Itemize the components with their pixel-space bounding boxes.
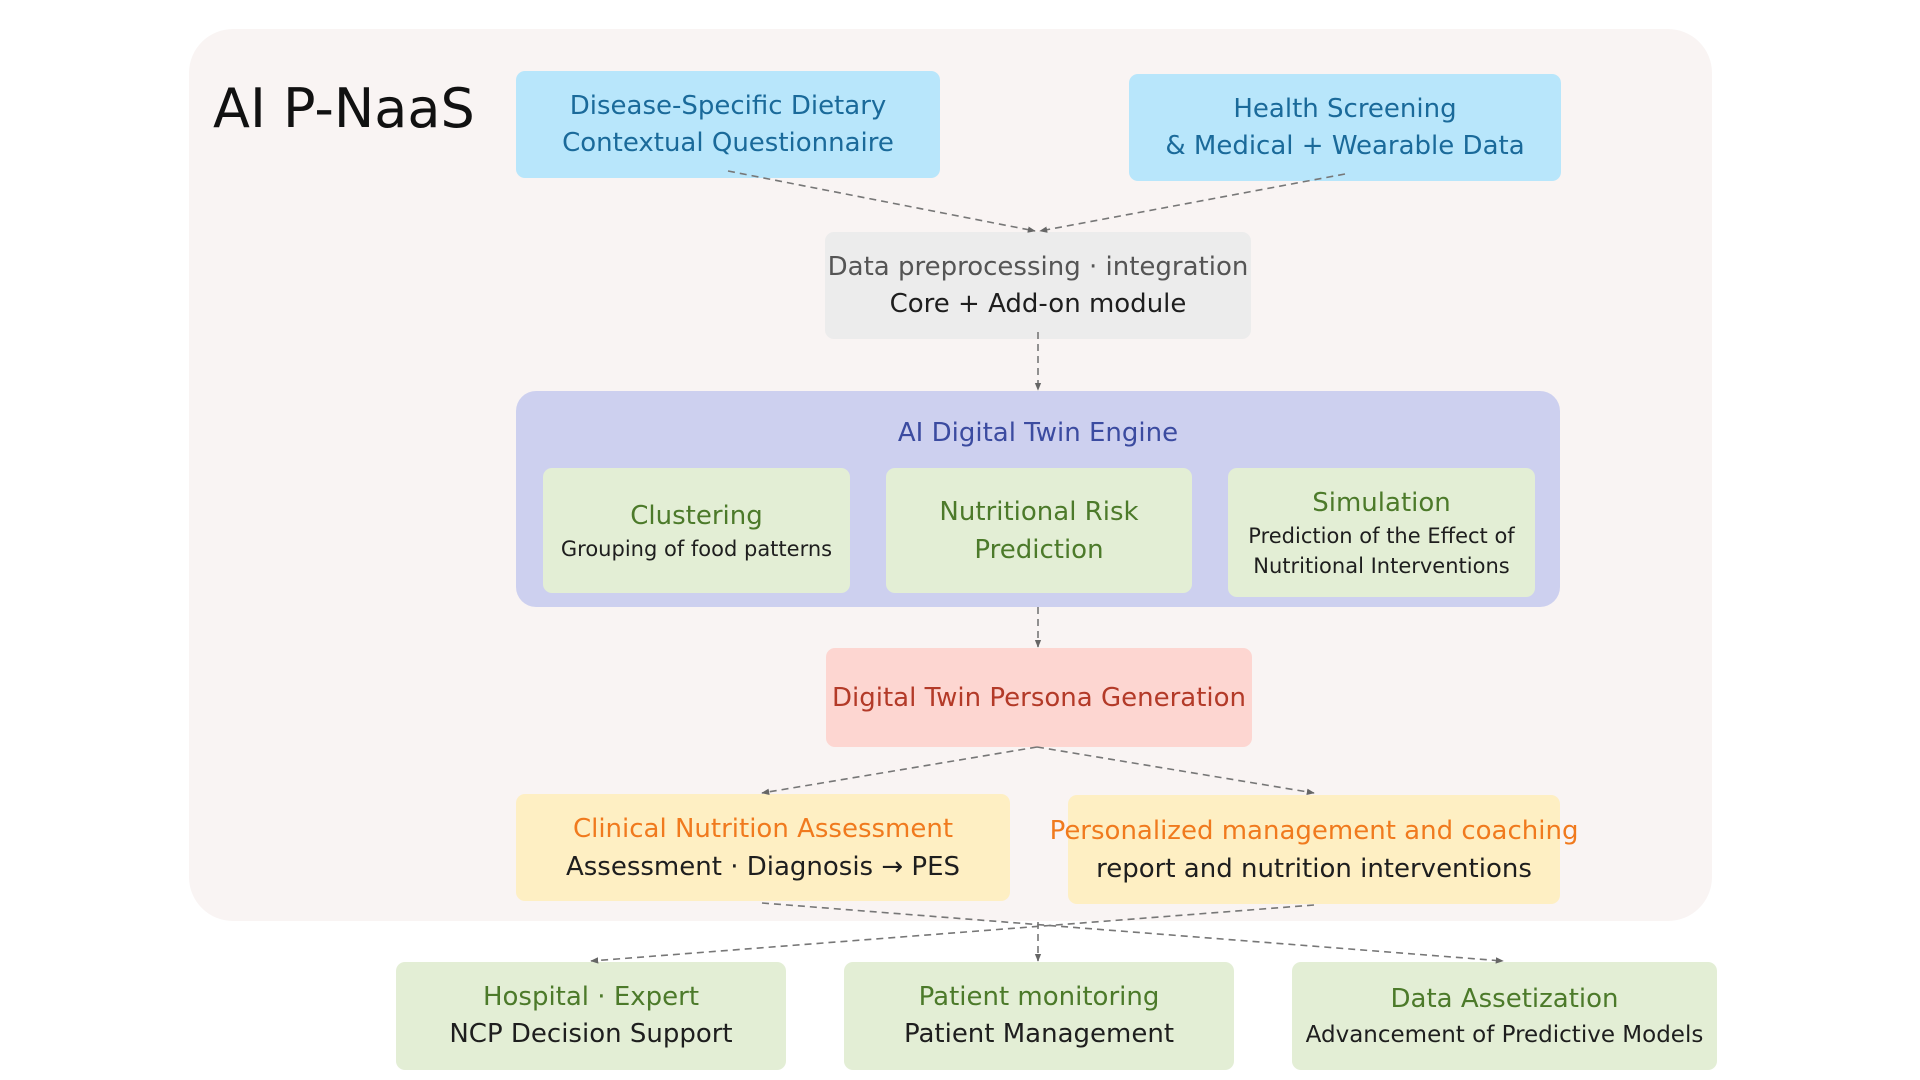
questionnaire-line-2: Contextual Questionnaire [562,127,894,158]
hospital-title: Hospital · Expert [482,982,700,1012]
monitoring-desc: Patient Management [903,1019,1175,1049]
personalized-coaching-box: Personalized management and coaching rep… [1050,795,1578,904]
clustering-title: Clustering [630,500,763,531]
clustering-module: Clustering Grouping of food patterns [543,468,850,593]
preprocessing-box: Data preprocessing · integration Core + … [825,232,1251,339]
hospital-expert-box: Hospital · Expert NCP Decision Support [396,962,786,1070]
risk-title-line-1: Nutritional Risk [939,496,1139,527]
data-assetization-box: Data Assetization Advancement of Predict… [1292,962,1717,1070]
persona-generation-box: Digital Twin Persona Generation [826,648,1252,747]
preprocessing-line-1: Data preprocessing · integration [827,251,1249,282]
nutritional-risk-module: Nutritional Risk Prediction [886,468,1192,593]
clustering-desc: Grouping of food patterns [560,536,833,561]
simulation-title: Simulation [1312,487,1451,518]
assetization-desc: Advancement of Predictive Models [1305,1021,1704,1048]
health-data-line-1: Health Screening [1233,93,1457,124]
personalized-title: Personalized management and coaching [1049,815,1579,846]
questionnaire-input-box: Disease-Specific Dietary Contextual Ques… [516,71,940,178]
clinical-assessment-box: Clinical Nutrition Assessment Assessment… [516,794,1010,901]
monitoring-title: Patient monitoring [918,982,1160,1012]
diagram-title: AI P-NaaS [213,77,475,140]
personalized-desc: report and nutrition interventions [1096,853,1532,884]
health-data-line-2: & Medical + Wearable Data [1165,130,1525,161]
persona-label: Digital Twin Persona Generation [831,682,1246,713]
clinical-title: Clinical Nutrition Assessment [572,813,954,844]
assetization-title: Data Assetization [1390,983,1619,1014]
risk-title-line-2: Prediction [974,534,1104,565]
patient-monitoring-box: Patient monitoring Patient Management [844,962,1234,1070]
clinical-desc: Assessment · Diagnosis → PES [565,851,961,882]
simulation-desc-line-1: Prediction of the Effect of [1248,523,1515,548]
hospital-desc: NCP Decision Support [449,1019,733,1049]
questionnaire-line-1: Disease-Specific Dietary [569,90,887,121]
simulation-module: Simulation Prediction of the Effect of N… [1228,468,1535,597]
preprocessing-line-2: Core + Add-on module [889,288,1187,319]
health-data-input-box: Health Screening & Medical + Wearable Da… [1129,74,1561,181]
simulation-desc-line-2: Nutritional Interventions [1253,553,1510,578]
engine-title: AI Digital Twin Engine [897,418,1179,448]
